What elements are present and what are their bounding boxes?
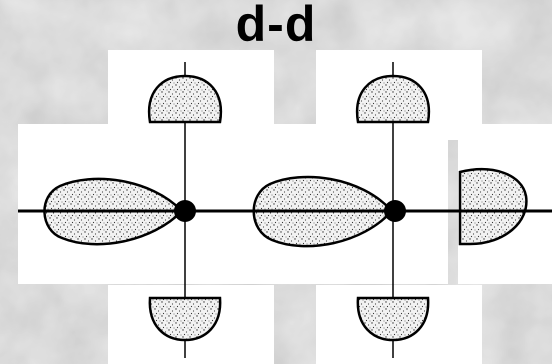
- right-nucleus: [384, 200, 406, 222]
- left-bottom-lobe: [148, 296, 222, 342]
- left-top-lobe: [147, 74, 223, 124]
- right-bottom-lobe: [356, 296, 430, 342]
- right-horizontal-lobe: [458, 168, 528, 246]
- left-nucleus: [174, 200, 196, 222]
- right-top-lobe: [355, 74, 431, 124]
- diagram-title: d-d: [235, 0, 317, 52]
